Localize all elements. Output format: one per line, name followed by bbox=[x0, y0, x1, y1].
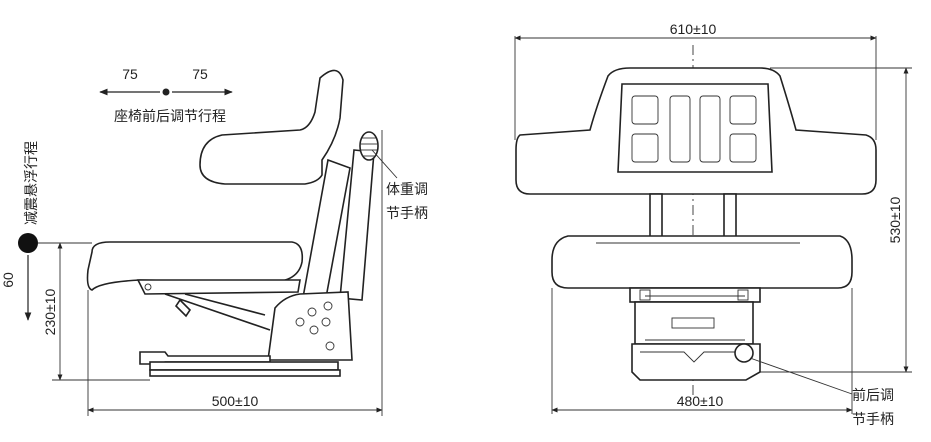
slide-rail-side bbox=[149, 361, 339, 371]
suspension-value: 60 bbox=[0, 272, 16, 288]
fore-aft-handle-knob bbox=[734, 343, 754, 363]
housing-holes bbox=[295, 301, 335, 351]
front-view: 610±10 530±10 bbox=[514, 21, 912, 427]
travel-backward-value: 75 bbox=[192, 66, 208, 82]
fore-aft-travel-indicator bbox=[99, 88, 233, 96]
backrest-side bbox=[199, 69, 344, 185]
weight-adjust-label-line2: 节手柄 bbox=[386, 205, 428, 221]
seat-cushion-front bbox=[551, 235, 853, 289]
width-base-dim: 480±10 bbox=[677, 393, 724, 409]
depth-dim: 500±10 bbox=[212, 393, 259, 409]
suspension-details bbox=[639, 289, 749, 341]
travel-forward-value: 75 bbox=[122, 66, 138, 82]
floor-plate-side bbox=[149, 369, 341, 377]
fore-aft-handle-label-line2: 节手柄 bbox=[852, 411, 894, 427]
suspension-point bbox=[18, 233, 38, 253]
suspension-housing bbox=[267, 291, 353, 361]
weight-adjust-label-line1: 体重调 bbox=[386, 181, 428, 197]
fore-aft-handle-leader bbox=[749, 357, 853, 395]
fore-aft-travel-label: 座椅前后调节行程 bbox=[114, 108, 226, 124]
seat-base-plate bbox=[136, 279, 301, 295]
weight-adjust-knob bbox=[359, 131, 379, 161]
height-dim: 230±10 bbox=[42, 288, 58, 335]
rail-profile bbox=[640, 351, 750, 363]
height-dim-front: 530±10 bbox=[887, 196, 903, 243]
support-post-right bbox=[723, 193, 737, 243]
suspension-linkage bbox=[164, 293, 271, 331]
fore-aft-handle-label-line1: 前后调 bbox=[852, 387, 894, 403]
backrest-grille bbox=[617, 83, 773, 173]
width-top-dim: 610±10 bbox=[670, 21, 717, 37]
side-view: 75 75 座椅前后调节行程 减震悬浮行程 60 230±10 500±10 体… bbox=[0, 66, 428, 416]
seat-cushion-side bbox=[86, 241, 304, 291]
support-post-left bbox=[649, 193, 663, 243]
slide-rail-front bbox=[631, 343, 761, 381]
weight-adjust-leader bbox=[371, 149, 398, 179]
suspension-body bbox=[634, 301, 754, 345]
suspension-label: 减震悬浮行程 bbox=[23, 141, 39, 225]
